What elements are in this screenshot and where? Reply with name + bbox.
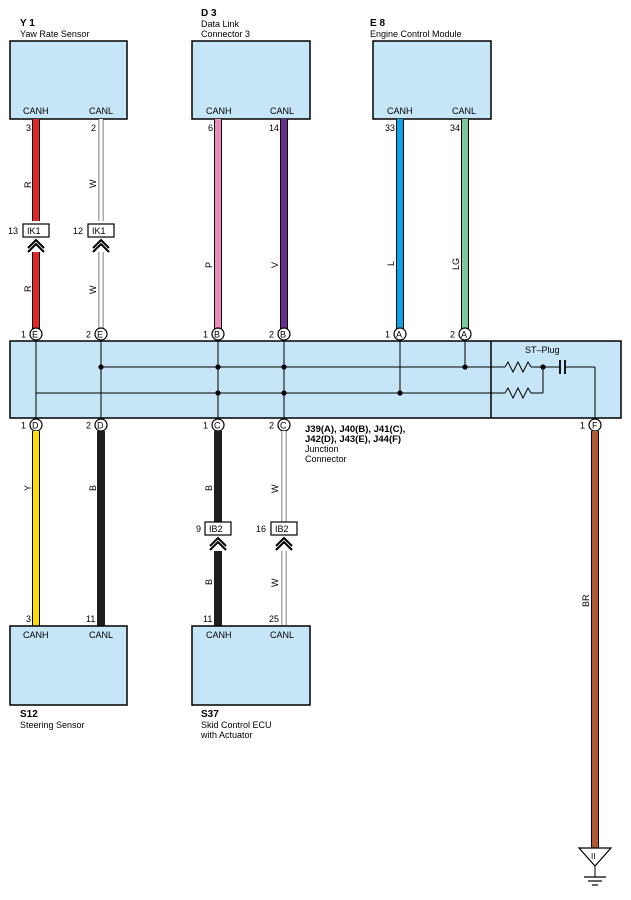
- s12-canl: CANL: [89, 630, 113, 640]
- term-bot-0-pin: 1: [21, 421, 26, 431]
- y1-canl: CANL: [89, 106, 113, 116]
- d3-canl: CANL: [270, 106, 294, 116]
- term-top-4-letter: A: [396, 330, 402, 340]
- term-top-0-pin: 1: [21, 330, 26, 340]
- term-top-1-letter: E: [97, 330, 103, 340]
- ground-symbol-label: II: [591, 852, 595, 861]
- term-bot-0-letter: D: [32, 421, 39, 431]
- junction-codes-line2: J42(D), J43(E), J44(F): [305, 434, 401, 445]
- s12-code: S12: [20, 709, 38, 720]
- junction-codes-line1: J39(A), J40(B), J41(C),: [305, 424, 405, 435]
- term-bot-4-pin: 1: [580, 421, 585, 431]
- junction-connector-box: [9, 340, 622, 419]
- term-bot-4-letter: F: [592, 421, 598, 431]
- st-plug-label: ST–Plug: [525, 345, 560, 355]
- d3-name-line1: Data Link: [201, 19, 240, 29]
- inline-connector-ib2-canh: [204, 521, 232, 551]
- wire-label-gnd: BR: [581, 594, 591, 607]
- pin-e8-canl: 34: [450, 123, 460, 133]
- y1-name: Yaw Rate Sensor: [20, 29, 89, 39]
- ib2-canl-label: IB2: [275, 524, 289, 534]
- pin-s37-canh: 11: [203, 614, 212, 624]
- term-top-0-letter: E: [32, 330, 38, 340]
- pin-y1-canl: 2: [91, 123, 96, 133]
- junction-bus-lines: [35, 335, 596, 425]
- pin-s37-canl: 25: [269, 614, 279, 624]
- wire-label-s37-canl: W: [270, 484, 280, 493]
- wire-label-s37-canh: B: [204, 485, 214, 491]
- ib2-canl-pin: 16: [256, 524, 266, 534]
- term-top-4-pin: 1: [385, 330, 390, 340]
- ik1-canh-label: IK1: [27, 226, 41, 236]
- s12-canh: CANH: [23, 630, 49, 640]
- s37-name-line1: Skid Control ECU: [201, 720, 272, 730]
- wire-label-y1-canl: W: [88, 179, 98, 188]
- term-top-2-pin: 1: [203, 330, 208, 340]
- d3-box: [191, 40, 311, 120]
- s37-canh: CANH: [206, 630, 232, 640]
- junction-name-line1: Junction: [305, 444, 339, 454]
- term-top-3-pin: 2: [269, 330, 274, 340]
- y1-code: Y 1: [20, 18, 35, 29]
- s37-code: S37: [201, 709, 219, 720]
- term-bot-1-letter: D: [97, 421, 104, 431]
- ground-icon: [577, 847, 613, 886]
- s12-box: [9, 625, 128, 706]
- d3-code: D 3: [201, 8, 217, 19]
- wire-label-d3-canh: P: [204, 262, 214, 268]
- pin-d3-canl: 14: [269, 123, 279, 133]
- e8-canh: CANH: [387, 106, 413, 116]
- ik1-canl-pin: 12: [73, 226, 83, 236]
- wire-label-e8-canl: LG: [451, 258, 461, 270]
- junction-name-line2: Connector: [305, 454, 347, 464]
- term-top-2-letter: B: [214, 330, 220, 340]
- wire-label-s37-canl-2: W: [270, 578, 280, 587]
- s37-canl: CANL: [270, 630, 294, 640]
- e8-code: E 8: [370, 18, 385, 29]
- term-top-5-letter: A: [461, 330, 467, 340]
- e8-name: Engine Control Module: [370, 29, 462, 39]
- wire-label-e8-canh: L: [386, 261, 396, 266]
- term-bot-2-pin: 1: [203, 421, 208, 431]
- inline-connector-ik1-canh: [22, 223, 50, 253]
- pin-y1-canh: 3: [26, 123, 31, 133]
- pin-s12-canl: 11: [86, 614, 95, 624]
- term-top-3-letter: B: [280, 330, 286, 340]
- term-bot-1-pin: 2: [86, 421, 91, 431]
- wire-label-y1-canh-2: R: [23, 285, 33, 292]
- term-bot-3-letter: C: [280, 421, 287, 431]
- wire-label-d3-canl: V: [270, 262, 280, 268]
- pin-e8-canh: 33: [385, 123, 395, 133]
- wire-label-s12-canh: Y: [23, 485, 33, 491]
- ib2-canh-pin: 9: [196, 524, 201, 534]
- term-top-5-pin: 2: [450, 330, 455, 340]
- pin-s12-canh: 3: [26, 614, 31, 624]
- e8-box: [372, 40, 492, 120]
- y1-box: [9, 40, 128, 120]
- ik1-canh-pin: 13: [8, 226, 18, 236]
- wire-label-y1-canh: R: [23, 181, 33, 188]
- wire-label-s37-canh-2: B: [204, 579, 214, 585]
- s12-name: Steering Sensor: [20, 720, 85, 730]
- s37-box: [191, 625, 311, 706]
- pin-d3-canh: 6: [208, 123, 213, 133]
- wire-label-s12-canl: B: [88, 485, 98, 491]
- ik1-canl-label: IK1: [92, 226, 106, 236]
- s37-name-line2: with Actuator: [200, 730, 253, 740]
- junction-nodes: [98, 364, 546, 396]
- ib2-canh-label: IB2: [209, 524, 223, 534]
- e8-canl: CANL: [452, 106, 476, 116]
- junction-bottom-terminals: [29, 418, 602, 432]
- wire-label-y1-canl-2: W: [88, 285, 98, 294]
- junction-top-terminals: [29, 327, 472, 341]
- d3-name-line2: Connector 3: [201, 29, 250, 39]
- y1-canh: CANH: [23, 106, 49, 116]
- inline-connector-ik1-canl: [87, 223, 115, 253]
- term-top-1-pin: 2: [86, 330, 91, 340]
- term-bot-3-pin: 2: [269, 421, 274, 431]
- d3-canh: CANH: [206, 106, 232, 116]
- inline-connector-ib2-canl: [270, 521, 298, 551]
- term-bot-2-letter: C: [214, 421, 221, 431]
